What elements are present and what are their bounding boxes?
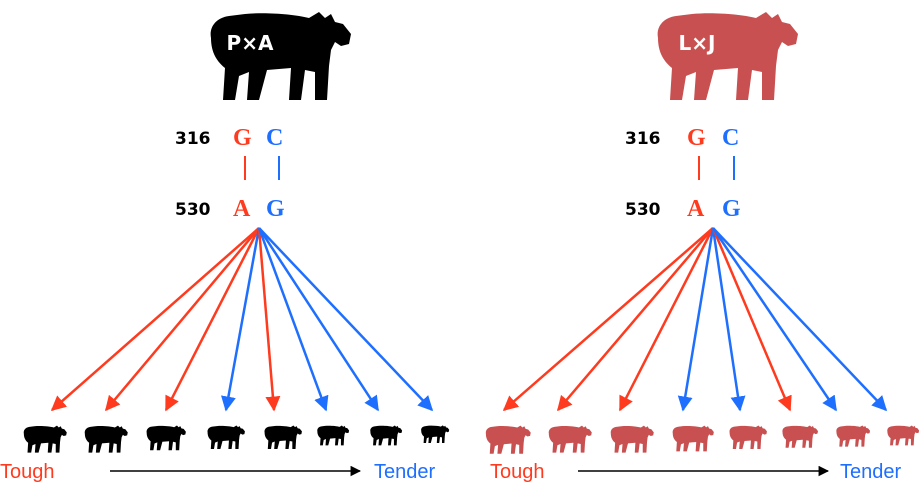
scale-label-tender: Tender (374, 461, 435, 483)
offspring-calf-icon (23, 425, 67, 453)
offspring-arrow (677, 227, 715, 412)
parent-bull-icon (210, 12, 351, 100)
position-bottom-label: 530 (175, 200, 211, 220)
panel-left: P×A 316 G C 530 A G Tough Tender (0, 12, 450, 483)
offspring-arrow (557, 227, 714, 412)
offspring-calf-icon (548, 425, 592, 453)
offspring-arrow (221, 227, 261, 412)
scale-label-tough: Tough (0, 461, 55, 483)
scale-label-tender: Tender (840, 461, 901, 483)
offspring-calf-icon (672, 425, 714, 452)
offspring-arrow (712, 227, 888, 412)
offspring-calf-icon (84, 425, 128, 453)
offspring-calf-icon (146, 425, 186, 451)
offspring-arrow (711, 227, 838, 412)
cross-label: L×J (679, 31, 716, 55)
scale-label-tough: Tough (490, 461, 545, 483)
offspring-calf-icon (264, 425, 302, 449)
offspring-calf-icon (782, 425, 818, 448)
offspring-arrow (164, 227, 261, 412)
offspring-calf-icon (836, 425, 871, 447)
offspring-calf-icon (729, 425, 767, 449)
offspring-arrow (502, 227, 714, 411)
allele-bottom-right: G (266, 196, 285, 222)
cross-label: P×A (227, 31, 274, 55)
allele-bottom-left: A (233, 196, 251, 222)
offspring-calf-icon (887, 425, 920, 446)
allele-top-right: C (722, 125, 739, 151)
offspring-arrow (257, 227, 329, 412)
offspring-arrow (618, 227, 715, 412)
offspring-arrow (257, 227, 380, 412)
offspring-calf-icon (207, 425, 245, 449)
offspring-arrows (50, 227, 434, 412)
position-top-label: 316 (625, 129, 661, 149)
position-bottom-label: 530 (625, 200, 661, 220)
offspring-row (485, 425, 920, 454)
offspring-row (23, 425, 450, 453)
offspring-arrow (258, 227, 434, 412)
allele-bottom-right: G (722, 196, 741, 222)
offspring-arrow (257, 227, 281, 412)
offspring-arrow (711, 227, 792, 412)
offspring-calf-icon (610, 425, 654, 453)
allele-top-left: G (233, 125, 252, 151)
offspring-calf-icon (485, 425, 531, 454)
offspring-calf-icon (421, 425, 450, 443)
offspring-calf-icon (370, 425, 403, 446)
parent-bull-icon (657, 12, 798, 100)
offspring-arrows (502, 227, 888, 412)
position-top-label: 316 (175, 129, 211, 149)
allele-bottom-left: A (687, 196, 705, 222)
allele-top-left: G (687, 125, 706, 151)
offspring-arrow (711, 227, 746, 412)
panel-right: L×J 316 G C 530 A G Tough Tender (485, 12, 920, 483)
offspring-arrow (50, 227, 260, 411)
offspring-calf-icon (317, 425, 350, 446)
offspring-arrow (105, 227, 260, 412)
allele-top-right: C (266, 125, 283, 151)
